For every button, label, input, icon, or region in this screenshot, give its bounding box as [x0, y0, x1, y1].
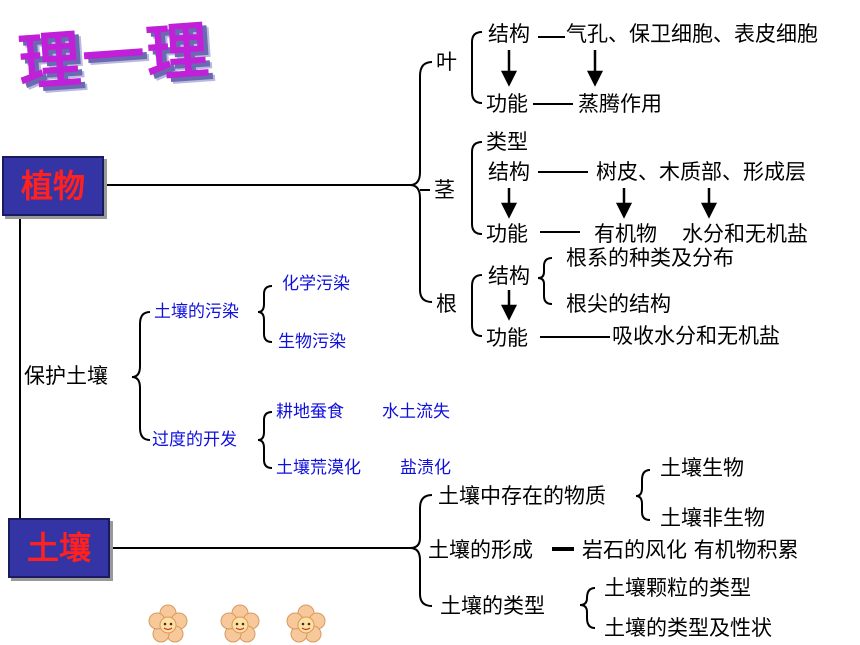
types-item-2: 土壤的类型及性状 — [604, 616, 772, 640]
root-function: 功能 — [486, 326, 528, 350]
overuse-item-2a: 土壤荒漠化 — [276, 458, 361, 478]
formation-label: 土壤的形成 — [428, 538, 533, 562]
flower-icon — [286, 604, 326, 643]
root-label: 根 — [436, 292, 457, 316]
root-structure-detail-1: 根系的种类及分布 — [566, 246, 734, 270]
leaf-label: 叶 — [436, 50, 457, 74]
substances-item-2: 土壤非生物 — [660, 506, 765, 530]
flower-icon — [148, 604, 188, 643]
overuse-item-1a: 耕地蚕食 — [276, 402, 344, 422]
types-item-1: 土壤颗粒的类型 — [604, 576, 751, 600]
substances-item-1: 土壤生物 — [660, 456, 744, 480]
root-structure: 结构 — [488, 264, 530, 288]
leaf-structure: 结构 — [488, 22, 530, 46]
stem-structure-detail: 树皮、木质部、形成层 — [596, 160, 806, 184]
leaf-function: 功能 — [486, 92, 528, 116]
plant-box: 植物 — [2, 156, 104, 216]
substances-label: 土壤中存在的物质 — [438, 484, 606, 508]
overuse-item-2b: 盐渍化 — [400, 458, 451, 478]
flower-icon — [220, 604, 260, 643]
types-label: 土壤的类型 — [440, 594, 545, 618]
root-function-detail: 吸收水分和无机盐 — [612, 324, 780, 348]
plant-label: 植物 — [20, 167, 85, 205]
root-structure-detail-2: 根尖的结构 — [566, 292, 671, 316]
stem-structure: 结构 — [488, 160, 530, 184]
stem-label: 茎 — [434, 178, 455, 202]
stem-function-detail-2: 水分和无机盐 — [682, 222, 808, 246]
overuse-label: 过度的开发 — [152, 430, 237, 450]
leaf-function-detail: 蒸腾作用 — [578, 92, 662, 116]
pollution-chemical: 化学污染 — [282, 274, 350, 294]
soil-box: 土壤 — [8, 518, 110, 578]
stem-function-detail-1: 有机物 — [594, 222, 657, 246]
pollution-label: 土壤的污染 — [154, 302, 239, 322]
leaf-structure-detail: 气孔、保卫细胞、表皮细胞 — [566, 22, 818, 46]
stem-type: 类型 — [486, 130, 528, 154]
formation-detail: 岩石的风化 有机物积累 — [582, 538, 799, 562]
protect-soil-label: 保护土壤 — [24, 364, 108, 388]
overuse-item-1b: 水土流失 — [382, 402, 450, 422]
stem-function: 功能 — [486, 222, 528, 246]
soil-label: 土壤 — [26, 529, 91, 567]
pollution-biological: 生物污染 — [278, 332, 346, 352]
